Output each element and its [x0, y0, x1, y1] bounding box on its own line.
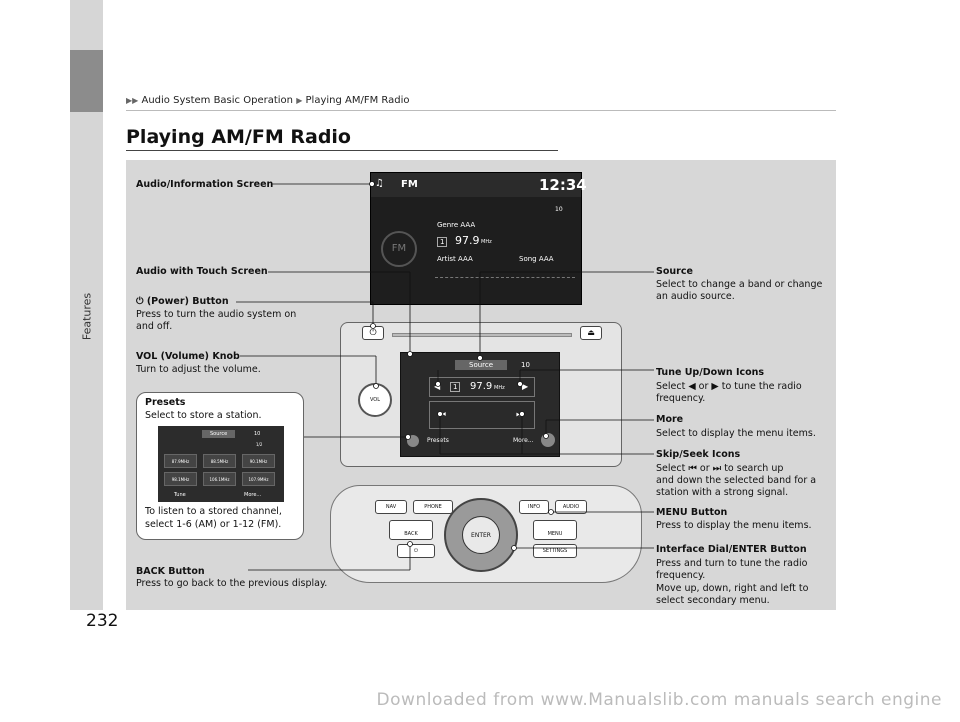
screen-header [371, 173, 581, 197]
tune-up-icon[interactable]: ▶ [522, 382, 529, 391]
label-audio-screen: Audio/Information Screen [136, 179, 274, 190]
screen-freq-unit: MHz [481, 239, 492, 245]
touch-more-button[interactable]: More... [513, 437, 534, 444]
label-skip-title: Skip/Seek Icons [656, 449, 741, 460]
frequency-scale [435, 277, 575, 283]
touch-screen: Source 10 ◀ 1 97.9 MHz ▶ ⏮ ⏭ Presets Mor… [400, 352, 560, 457]
label-tune-title: Tune Up/Down Icons [656, 367, 765, 378]
screen-artist: Artist AAA [437, 255, 473, 263]
label-back-title: BACK Button [136, 566, 205, 577]
label-dial-desc3: Move up, down, right and left to [656, 583, 809, 594]
touch-volume: 10 [521, 361, 530, 369]
screen-song: Song AAA [519, 255, 554, 263]
label-power-desc1: Press to turn the audio system on [136, 309, 297, 320]
label-source-desc2: an audio source. [656, 291, 735, 302]
breadcrumb-arrow-icon: ▶ [296, 96, 303, 105]
presets-note-line2: select 1-6 (AM) or 1-12 (FM). [145, 519, 282, 530]
label-skip-desc3: station with a strong signal. [656, 487, 789, 498]
title-rule [126, 150, 558, 151]
label-source-title: Source [656, 266, 693, 277]
mini-more: More... [244, 492, 262, 498]
preset-cell[interactable]: 107.9MHz [242, 472, 275, 486]
header-rule [126, 110, 836, 111]
footer-watermark: Downloaded from www.Manualslib.com manua… [376, 690, 942, 710]
label-power-desc2: and off. [136, 321, 173, 332]
presets-mini-screen: Source 10 1/2 87.9MHz 88.5MHz 90.1MHz 98… [158, 426, 284, 502]
mini-page: 1/2 [256, 442, 263, 447]
label-dial-desc2: frequency. [656, 570, 706, 581]
screen-clock: 12:34 [539, 176, 587, 194]
screen-channel: 1 [437, 237, 448, 247]
presets-desc: Select to store a station. [145, 410, 262, 421]
label-more-title: More [656, 414, 684, 425]
vol-knob-label: VOL [369, 397, 381, 403]
label-tune-desc2: frequency. [656, 393, 706, 404]
info-button[interactable]: INFO [519, 500, 549, 514]
audio-button[interactable]: AUDIO [555, 500, 587, 514]
screen-volume: 10 [555, 206, 563, 213]
preset-cell[interactable]: 87.9MHz [164, 454, 197, 468]
preset-cell[interactable]: 98.1MHz [164, 472, 197, 486]
presets-note-line1: To listen to a stored channel, [145, 506, 282, 517]
label-back-desc: Press to go back to the previous display… [136, 578, 328, 589]
page-title: Playing AM/FM Radio [126, 126, 351, 148]
label-dial-desc4: select secondary menu. [656, 595, 770, 606]
eject-icon[interactable]: ⏏ [580, 326, 602, 340]
mini-source: Source [202, 430, 236, 438]
label-source-desc1: Select to change a band or change [656, 279, 823, 290]
label-vol-desc: Turn to adjust the volume. [136, 364, 261, 375]
label-vol-title: VOL (Volume) Knob [136, 351, 240, 362]
touch-freq: 97.9 [470, 381, 493, 392]
audio-info-screen: ♫ FM 12:34 10 FM Genre AAA 1 97.9 MHz Ar… [370, 172, 587, 305]
disc-slot [392, 333, 572, 337]
label-touch-screen: Audio with Touch Screen [136, 266, 268, 277]
touch-freq-unit: MHz [494, 385, 505, 391]
page-number: 232 [86, 611, 119, 631]
preset-cell[interactable]: 106.1MHz [203, 472, 236, 486]
side-tab-marker [70, 50, 103, 112]
label-power-title-text: (Power) Button [146, 296, 229, 307]
mini-volume: 10 [254, 431, 261, 437]
label-menu-desc: Press to display the menu items. [656, 520, 812, 531]
fm-logo: FM [381, 231, 417, 267]
mini-tune: Tune [174, 492, 186, 498]
breadcrumb-part1[interactable]: Audio System Basic Operation [141, 95, 294, 106]
settings-button[interactable]: SETTINGS [533, 544, 577, 558]
label-power-title: ⏻ (Power) Button [136, 296, 229, 308]
touch-channel: 1 [450, 382, 461, 392]
label-dial-title: Interface Dial/ENTER Button [656, 544, 807, 555]
presets-title: Presets [145, 397, 186, 408]
touch-presets-button[interactable]: Presets [427, 437, 449, 444]
enter-button[interactable]: ENTER [462, 516, 500, 554]
label-tune-desc1: Select ◀ or ▶ to tune the radio [656, 381, 802, 392]
nav-button[interactable]: NAV [375, 500, 407, 514]
label-menu-title: MENU Button [656, 507, 728, 518]
power-console-button[interactable]: ⏻ [397, 544, 435, 558]
power-icon: ⏻ [136, 296, 147, 307]
screen-band: FM [401, 179, 418, 190]
breadcrumb: ▶▶ Audio System Basic Operation ▶ Playin… [126, 95, 410, 106]
touch-source-button[interactable]: Source [455, 360, 508, 370]
label-skip-desc2: and down the selected band for a [656, 475, 817, 486]
label-skip-desc1: Select ⏮ or ⏭ to search up [656, 463, 784, 474]
screen-genre: Genre AAA [437, 221, 476, 229]
preset-cell[interactable]: 90.1MHz [242, 454, 275, 468]
label-dial-desc1: Press and turn to tune the radio [656, 558, 808, 569]
preset-cell[interactable]: 88.5MHz [203, 454, 236, 468]
breadcrumb-part2[interactable]: Playing AM/FM Radio [305, 95, 410, 106]
phone-button[interactable]: PHONE [413, 500, 453, 514]
menu-button[interactable]: MENU [533, 520, 577, 540]
label-more-desc: Select to display the menu items. [656, 428, 816, 439]
music-icon: ♫ [375, 178, 384, 189]
back-button[interactable]: BACK [389, 520, 433, 540]
breadcrumb-arrow-icon: ▶▶ [126, 96, 139, 105]
screen-freq: 97.9 [455, 234, 480, 247]
